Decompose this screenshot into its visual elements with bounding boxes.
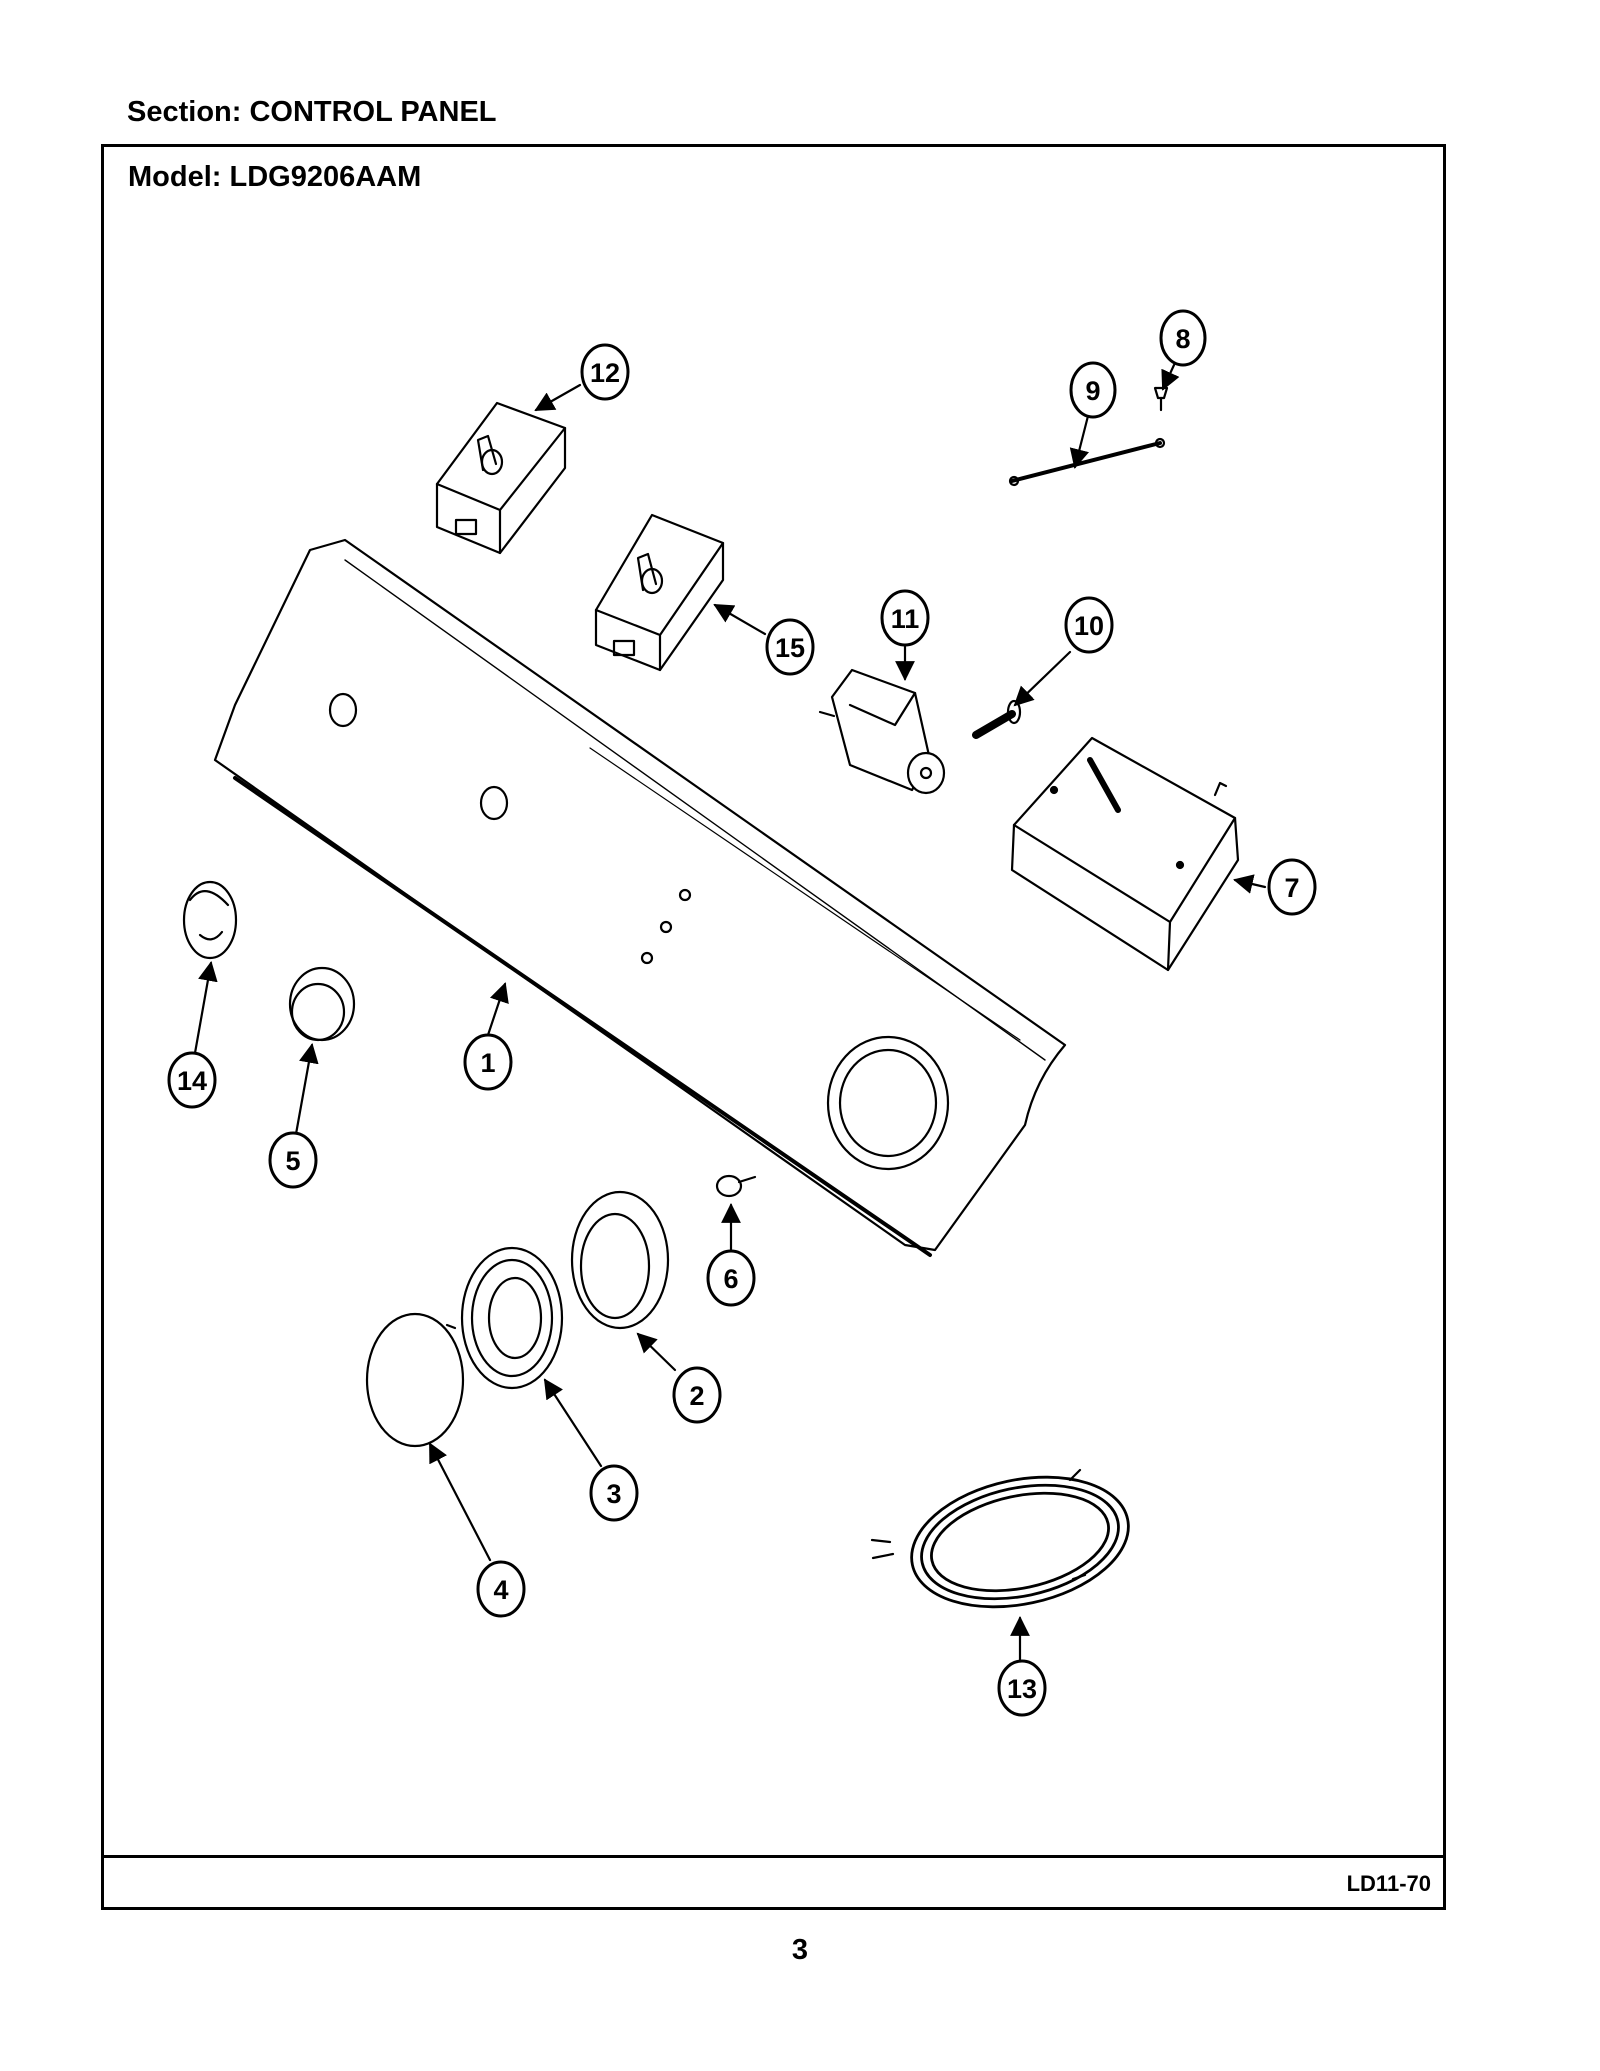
svg-text:1: 1 (480, 1048, 495, 1078)
svg-text:3: 3 (606, 1479, 621, 1509)
svg-text:12: 12 (590, 358, 620, 388)
svg-text:2: 2 (689, 1381, 704, 1411)
knob-14-part (182, 880, 238, 960)
svg-text:11: 11 (891, 604, 920, 634)
svg-text:9: 9 (1085, 376, 1100, 406)
screw-10-part (972, 699, 1022, 739)
switch-15-part (594, 513, 725, 672)
callout-1: 1 (463, 1033, 513, 1091)
control-panel-part (213, 538, 1067, 1257)
timer-7-part (1010, 736, 1240, 972)
frame-divider (104, 1855, 1443, 1858)
bracket-11-part (818, 668, 946, 795)
dial-ring-3-part (460, 1246, 564, 1390)
callout-13: 13 (997, 1659, 1047, 1717)
wire-link-9-part (1008, 437, 1166, 487)
svg-text:14: 14 (177, 1066, 207, 1096)
svg-text:10: 10 (1074, 611, 1104, 641)
drawing-code: LD11-70 (1346, 1871, 1431, 1896)
svg-text:8: 8 (1175, 324, 1190, 354)
svg-text:15: 15 (775, 633, 805, 663)
diagram-frame: Model: LDG9206AAM LD11-70 (101, 144, 1446, 1910)
callout-6: 6 (706, 1249, 756, 1307)
callout-14: 14 (167, 1051, 217, 1109)
svg-text:5: 5 (285, 1146, 300, 1176)
svg-text:4: 4 (493, 1575, 508, 1605)
screw-6-part (715, 1174, 757, 1198)
callout-10: 10 (1064, 596, 1114, 654)
knob-5-part (288, 966, 356, 1042)
callout-5: 5 (268, 1131, 318, 1189)
callout-8: 8 (1159, 309, 1207, 367)
callout-2: 2 (672, 1366, 722, 1424)
callout-4: 4 (476, 1560, 526, 1618)
callout-3: 3 (589, 1464, 639, 1522)
section-title: Section: CONTROL PANEL (127, 96, 497, 128)
callout-15: 15 (765, 618, 815, 676)
page-number: 3 (791, 1934, 809, 1966)
model-title: Model: LDG9206AAM (128, 161, 422, 193)
lens-4-part (365, 1312, 465, 1448)
leader-lines (193, 363, 1267, 1664)
bezel-2-part (570, 1190, 670, 1330)
svg-text:6: 6 (723, 1264, 738, 1294)
callout-12: 12 (580, 343, 630, 401)
callout-9: 9 (1069, 361, 1117, 419)
switch-12-part (435, 401, 567, 555)
svg-text:7: 7 (1284, 873, 1299, 903)
callout-11: 11 (880, 589, 930, 647)
screw-8-part (1153, 386, 1169, 412)
svg-text:13: 13 (1007, 1674, 1037, 1704)
wire-harness-13-part (870, 1468, 1130, 1609)
callout-7: 7 (1267, 858, 1317, 916)
